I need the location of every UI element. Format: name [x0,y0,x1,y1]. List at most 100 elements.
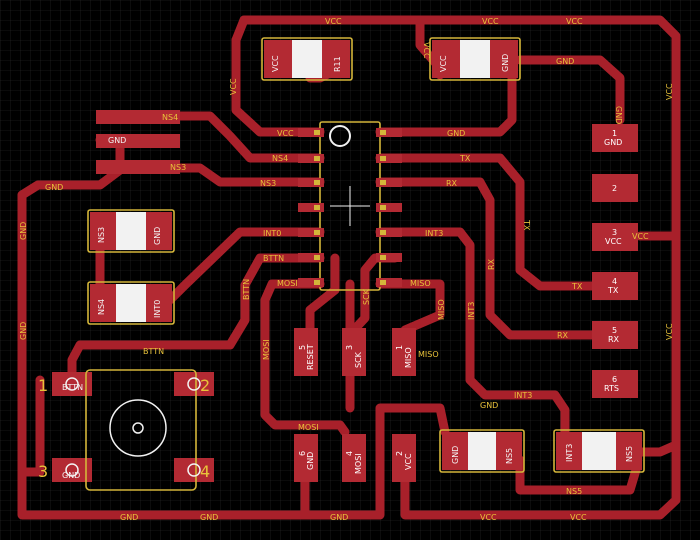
ftdi-pin4-name: TX [607,286,619,295]
capacitor-left-upper[interactable]: NS3 GND [87,209,175,253]
trace-reset[interactable] [305,253,340,335]
mcu-pin-tx: TX [459,154,471,163]
trace-gnd-right[interactable] [515,55,625,125]
capacitor-top-right-pin-vcc: VCC [439,55,448,72]
label-vcc-left: VCC [229,78,238,95]
ftdi-pin3-name: VCC [605,237,622,246]
label-gnd-leftedge: GND [19,222,28,240]
resistor-left-lower-pin-int0: INT0 [153,300,162,318]
label-int3-mid: INT3 [514,391,532,400]
ftdi-pin5-num: 5 [612,326,617,335]
label-vcc-bottom1: VCC [480,513,497,522]
label-ns5-bottom: NS5 [566,487,582,496]
label-gnd-top: GND [556,57,574,66]
trace-miso[interactable] [375,279,445,335]
capacitor-left-upper-pin-ns: NS3 [97,227,106,243]
trace-vcc-bottom[interactable] [400,440,681,520]
resistor-top-left-pin-r11: R11 [333,56,342,72]
mcu-pin-int3: INT3 [425,229,443,238]
ftdi-pin1-name: GND [604,138,622,147]
isp-pin4-name: MOSI [354,453,363,474]
label-bttn-mid: BTTN [143,347,164,356]
capacitor-top-right-pin-gnd: GND [501,54,510,72]
button-net-gnd: GND [62,471,80,480]
trace-vcc-left-drop[interactable] [231,35,325,137]
mcu-pin-mosi: MOSI [277,279,298,288]
label-vcc-rightedge: VCC [665,83,674,100]
label-vcc-top3: VCC [566,17,583,26]
led-bottom-right[interactable]: GND NS5 [439,429,525,473]
label-gnd-left: GND [45,183,63,192]
label-vcc-rightedge2: VCC [665,323,674,340]
label-vcc-top1: VCC [325,17,342,26]
led-pin-gnd: GND [451,446,460,464]
resistor-left-lower-pin-ns: NS4 [97,299,106,315]
label-gnd-bottom1: GND [120,513,138,522]
label-gnd-bottom3: GND [330,513,348,522]
mcu-pin-ns3: NS3 [260,179,276,188]
label-sck-vertical: SCK [362,288,371,305]
trace-ns4[interactable] [175,111,325,163]
ftdi-net-vcc: VCC [632,232,649,241]
label-gnd-leftedge2: GND [19,322,28,340]
mcu-pin-gnd: GND [447,129,465,138]
mcu-pin-rx: RX [446,179,458,188]
isp-pin5-num: 5 [298,345,307,350]
isp-header[interactable]: 5 RESET 3 SCK 1 MISO 6 GND 4 MOSI 2 VCC … [294,328,439,482]
trace-bttn[interactable] [67,253,325,377]
ftdi-pin4-num: 4 [612,277,617,286]
ftdi-header[interactable]: 1 GND 2 3 VCC 4 TX 5 RX 6 RTS VCC TX RX [557,124,649,398]
capacitor-left-upper-pin-gnd: GND [153,227,162,245]
mcu-pin-bttn: BTTN [263,254,284,263]
ftdi-pin6-name: RTS [604,384,619,393]
trace-ns5[interactable] [515,455,641,495]
tactile-button[interactable]: 1 2 3 4 BTTN GND [38,369,214,491]
resistor-top-left-pin-vcc: VCC [271,55,280,72]
ftdi-pin5-name: RX [608,335,620,344]
led-pin-ns5: NS5 [505,448,514,464]
ftdi-pin1-num: 1 [612,129,617,138]
isp-net-miso: MISO [418,350,439,359]
ftdi-net-rx: RX [557,331,569,340]
ftdi-net-tx: TX [571,282,583,291]
trace-mosi[interactable] [260,279,350,437]
label-rx-vertical: RX [487,258,496,270]
resistor-left-lower[interactable]: NS4 INT0 [87,281,175,325]
isp-pin6-name: GND [306,452,315,470]
resistor-bottom-right[interactable]: INT3 NS5 [553,429,645,473]
capacitor-top-right[interactable]: VCC GND [429,37,521,81]
ftdi-pin6-num: 6 [612,375,617,384]
button-corner-4: 4 [200,462,210,481]
isp-pin1-name: MISO [404,347,413,368]
label-vcc-bottom2: VCC [570,513,587,522]
resistor-bottom-right-pin-int3: INT3 [565,444,574,462]
mcu-pin-vcc: VCC [277,129,294,138]
label-vcc-right: VCC [422,42,431,59]
button-corner-2: 2 [200,376,210,395]
crystal-label-gnd: GND [108,136,126,145]
label-gnd-header: GND [614,106,623,124]
trace-int0[interactable] [165,227,325,305]
mcu-pin-ns4: NS4 [272,154,288,163]
ftdi-pin3-num: 3 [612,228,617,237]
crystal-label-ns4: NS4 [162,113,178,122]
isp-pin2-name: VCC [404,453,413,470]
label-miso-vertical: MISO [437,299,446,320]
label-tx-vertical: TX [522,219,531,231]
trace-vcc-top[interactable] [231,15,681,457]
button-corner-3: 3 [38,462,48,481]
resistor-top-left[interactable]: VCC R11 [261,37,353,81]
crystal-pads[interactable]: GND NS4 NS3 [96,110,186,174]
trace-rx[interactable] [375,177,605,340]
trace-int3[interactable] [375,227,570,437]
microcontroller-soic14[interactable]: VCC NS4 NS3 INT0 BTTN MOSI GND TX RX INT… [260,121,471,291]
label-bttn-vertical: BTTN [242,279,251,300]
button-net-bttn: BTTN [62,383,83,392]
label-vcc-top2: VCC [482,17,499,26]
trace-gnd-ic[interactable] [375,55,517,137]
ftdi-pin2-num: 2 [612,184,617,193]
trace-tx[interactable] [375,153,605,291]
isp-pin3-name: SCK [354,351,363,368]
isp-pin2-num: 2 [395,451,404,456]
